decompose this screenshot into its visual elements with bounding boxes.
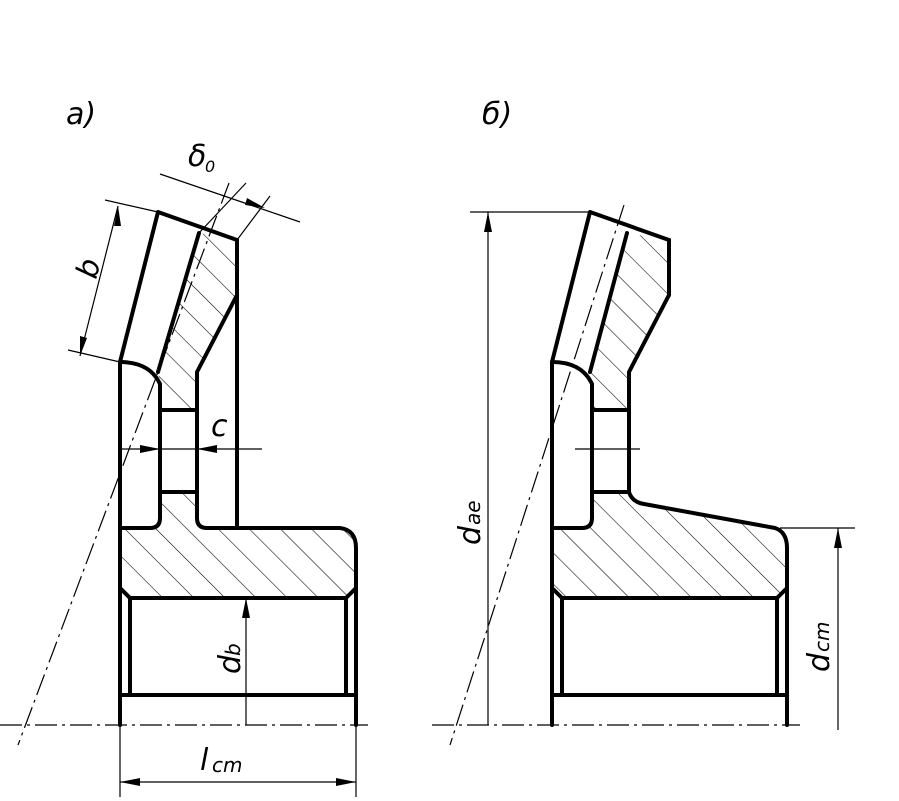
view-b: б) d ae d cm xyxy=(432,97,855,746)
view-a-hub-hatch xyxy=(120,492,356,598)
view-a-cone-axis xyxy=(17,182,230,746)
view-b-hub-outline xyxy=(550,293,789,600)
dim-l-sub: cm xyxy=(212,753,242,777)
dim-delta-arrow xyxy=(245,198,265,208)
dim-dae-sub: ae xyxy=(461,500,485,525)
dim-c-arrow-right xyxy=(197,445,217,453)
view-a-web-front xyxy=(118,360,162,530)
dim-dcm-label: d xyxy=(802,652,837,672)
dim-delta-label: δ xyxy=(188,139,206,174)
dim-dae-label: d xyxy=(453,525,488,545)
dim-b-ext-bottom xyxy=(67,349,121,363)
dim-b-arrow-top xyxy=(114,206,121,226)
view-b-rim-hatch xyxy=(590,233,669,410)
dim-dcm-sub: cm xyxy=(810,622,834,652)
dim-delta-line xyxy=(159,173,301,223)
view-b-tooth-root-line xyxy=(588,231,629,374)
dim-c-label: c xyxy=(211,409,228,444)
dim-b-label: b xyxy=(70,255,109,282)
view-a-tooth-root-line xyxy=(156,231,201,374)
dim-b-arrow-bottom xyxy=(80,336,87,356)
dim-l-arrow-left xyxy=(120,778,140,786)
dim-c-arrow-left xyxy=(140,445,160,453)
dim-db-label: d xyxy=(213,654,248,674)
dim-b-line xyxy=(79,205,119,357)
dim-delta-ext-left xyxy=(198,182,247,234)
view-a-label: a) xyxy=(66,97,96,132)
dim-dcm-arrow xyxy=(834,528,842,548)
view-b-web-front xyxy=(550,360,594,530)
view-b-cone-axis xyxy=(449,204,625,746)
view-b-hub-hatch xyxy=(552,492,787,598)
dim-delta-ext-right xyxy=(236,195,271,241)
view-a-hub-outline xyxy=(118,516,358,600)
dim-b-ext-top xyxy=(104,199,159,213)
view-a: a) b δ 0 xyxy=(0,97,368,797)
dim-db-arrow xyxy=(242,598,250,618)
view-a-rim-hatch xyxy=(158,233,237,410)
dim-dae-arrow xyxy=(484,212,492,232)
dim-db-sub: b xyxy=(221,643,245,656)
dim-delta-sub: 0 xyxy=(205,157,215,176)
dim-l-arrow-right xyxy=(336,778,356,786)
dim-l-label: l xyxy=(200,743,209,778)
view-b-label: б) xyxy=(482,97,512,132)
view-a-inner-back xyxy=(195,293,239,520)
